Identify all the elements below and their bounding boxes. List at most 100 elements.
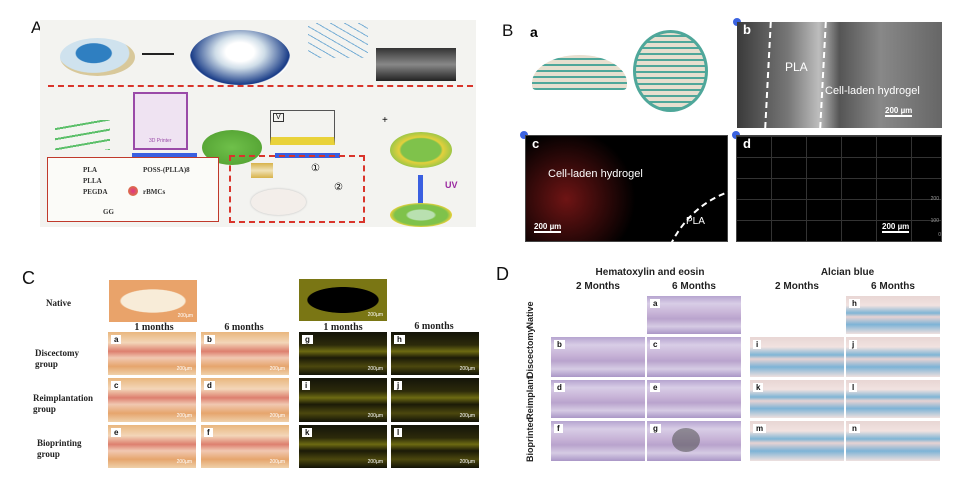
axis-tick-label: 0 [938,232,941,238]
row-label-reimplantation: Reimplantation group [33,393,94,414]
wechat-watermark-icon [672,428,700,452]
he-image-c: c [647,337,741,377]
pla-label: PLA [785,60,808,74]
in-vivo-dashed-box: ① ② [229,155,365,223]
col-header: 1 months [134,322,174,333]
subpanel-tag: f [204,428,213,437]
alcian-image-m: m [750,421,844,461]
uv-label: UV [445,180,458,190]
scale-bar-label: 200µm [367,413,383,419]
panel-a-label: A [31,18,43,37]
subpanel-tag: i [302,381,311,390]
row-label-bioprinting: Bioprinting group [37,438,82,459]
subpanel-tag: c [650,340,661,349]
subpanel-tag: f [554,424,563,433]
scale-bar-label: 200µm [269,366,285,372]
plus-sign: + [382,115,388,126]
panel-c-label: C [22,268,35,288]
boundary-dashed-line [764,22,772,128]
subpanel-tag: b [554,340,565,349]
3d-printer-icon: 3D Printer [133,92,188,150]
scale-bar-label: 200µm [176,459,192,465]
row-label-discectomy: Discectomy [525,327,535,378]
hydrogel-network-illustration [308,23,368,58]
confocal-image-d: d 200 100 0 200 µm [736,135,942,242]
alcian-image-h: h [846,296,940,334]
scale-bar-label: 200µm [269,459,285,465]
red-dashed-divider [48,85,473,87]
alcian-image-j: j [846,337,940,377]
col-header: 6 months [224,322,264,333]
scale-bar-label: 200µm [176,366,192,372]
native-picrosirius-image: 200µm [109,280,197,322]
brightfield-image-b: b PLA Cell-laden hydrogel 200 µm [737,22,942,128]
rbmc-cell-icon [128,186,138,196]
polarized-image-h: h 200µm [391,332,479,375]
step-2-label: ② [334,182,343,193]
native-polarized-image: 200µm [299,279,387,321]
row-label-native: Native [46,298,71,308]
subpanel-tag: l [849,383,858,392]
scale-bar-label: 200µm [459,366,475,372]
subpanel-tag: b [204,335,215,344]
subpanel-tag: h [849,299,860,308]
he-image-b: b [551,337,645,377]
printer-label: 3D Printer [149,138,172,144]
disc-illustration [60,38,135,76]
scale-bar-label: 200µm [177,313,193,319]
subpanel-tag: c [111,381,122,390]
histology-image-b: b 200µm [201,332,289,375]
alcian-image-i: i [750,337,844,377]
he-image-d: d [551,380,645,418]
he-image-f: f [551,421,645,461]
legend-box: PLA POSS-(PLLA)8 PLLA PEGDA rBMCs GG [47,157,219,222]
panel-b-sub-a: a [530,24,538,40]
subpanel-tag: m [753,424,767,433]
coated-scaffold [390,132,452,168]
legend-gg: GG [103,208,114,216]
scale-bar-label: 200µm [367,366,383,372]
confocal-image-c: c Cell-laden hydrogel PLA 200 µm [525,135,758,296]
scale-bar-label: 200 µm [534,222,562,233]
he-image-a: a [647,296,741,334]
arrow-down-icon [418,175,423,205]
panel-d-label: D [496,264,509,284]
subpanel-tag: i [753,340,762,349]
implant-icon [251,163,273,178]
row-label-bioprinted: Bioprinted [525,417,535,462]
alcian-image-k: k [750,380,844,418]
step-1-label: ① [311,163,320,174]
nucleus-illustration [190,30,290,85]
stain-header-alcian: Alcian blue [820,267,875,278]
boundary-dashed-line [819,22,827,128]
col-header: 1 months [323,322,363,333]
polarized-image-i: i 200µm [299,378,387,422]
alcian-image-n: n [846,421,940,461]
histology-image-a: a 200µm [108,332,196,375]
subpanel-tag: a [650,299,661,308]
legend-rbmcs: rBMCs [143,188,166,196]
arrow-right-icon [132,153,197,158]
scale-bar-label: 200µm [269,413,285,419]
row-label-reimplant: Reimplant [525,376,535,420]
he-image-e: e [647,380,741,418]
col-header: 6 Months [871,281,915,292]
panel-b-label: B [502,21,514,40]
arrow-right-icon [142,53,174,55]
subpanel-tag: g [650,424,661,433]
subpanel-tag: n [849,424,860,433]
subpanel-tag: l [394,428,403,437]
subpanel-tag: a [111,335,122,344]
subpanel-tag: k [302,428,313,437]
subpanel-tag: h [394,335,405,344]
scale-bar-label: 200 µm [885,106,913,117]
scale-bar-label: 200µm [459,413,475,419]
col-header: 6 Months [672,281,716,292]
subpanel-tag: d [554,383,565,392]
legend-pegda: PEGDA [83,188,108,196]
scale-bar-label: 200µm [367,312,383,318]
alcian-image-l: l [846,380,940,418]
